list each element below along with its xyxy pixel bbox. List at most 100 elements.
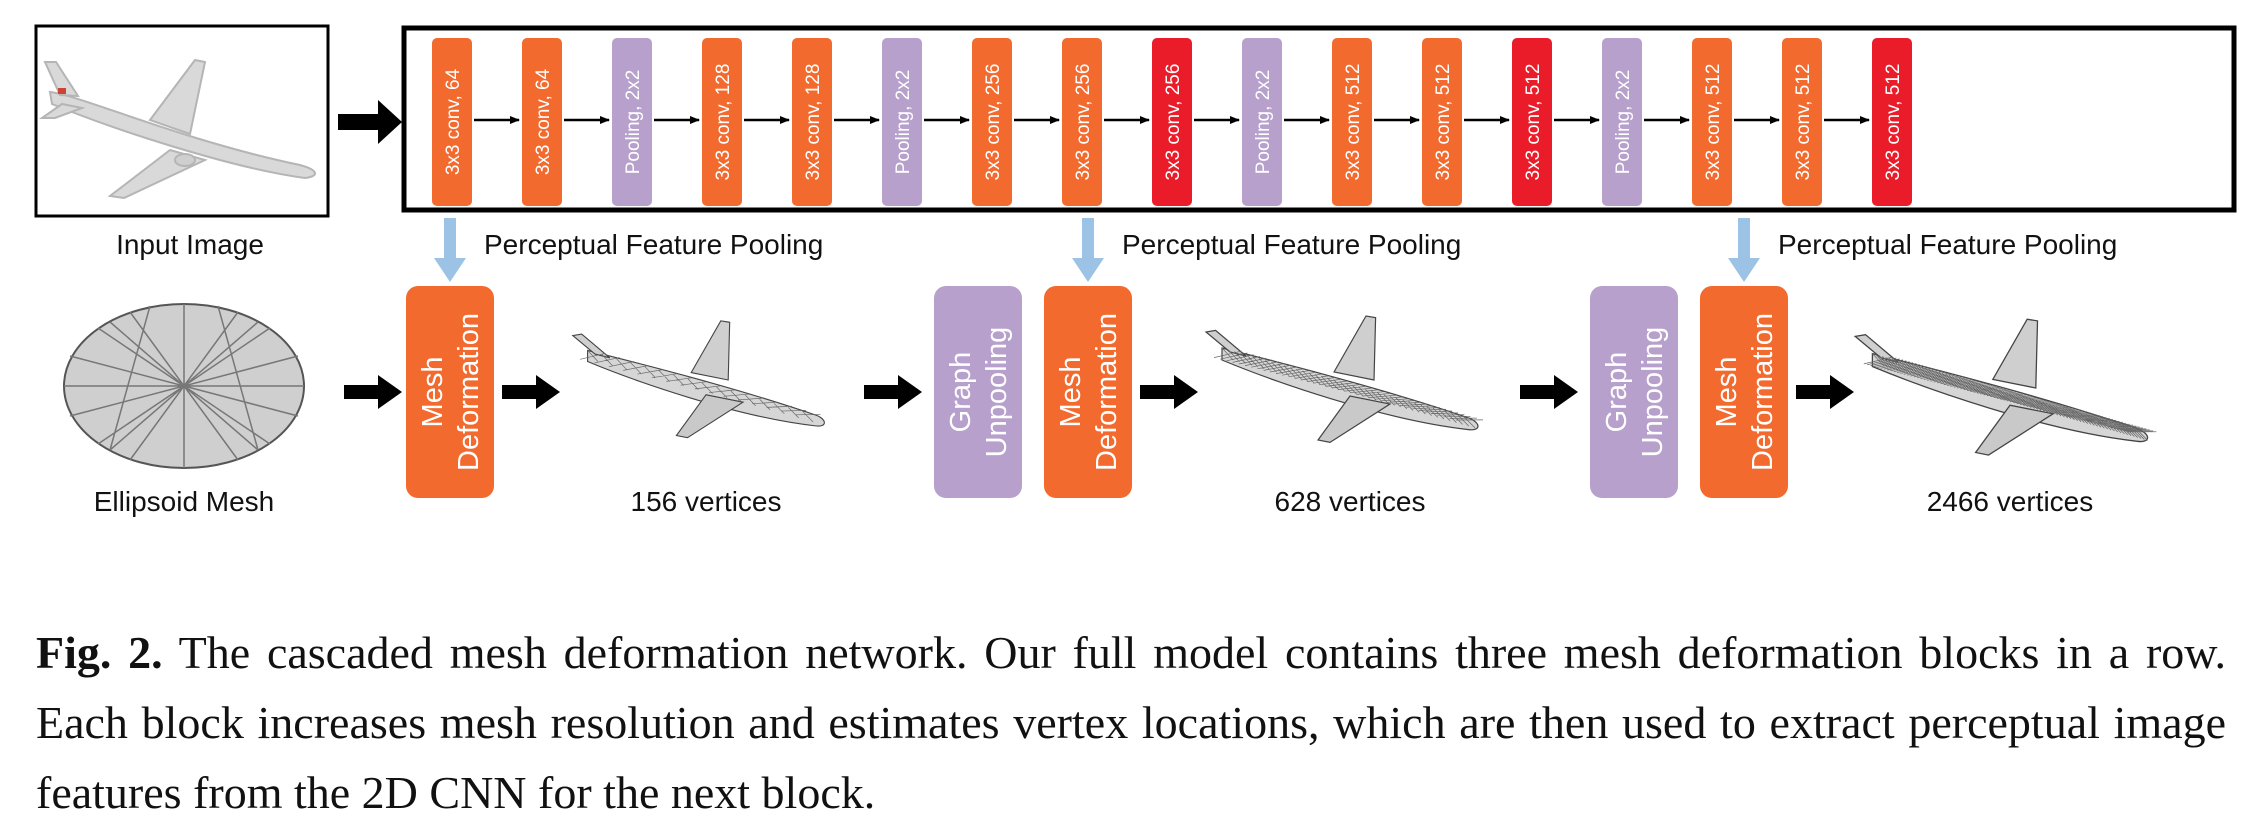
cnn-layer-conv: 3x3 conv, 512 (1422, 38, 1462, 206)
mesh-deformation-block-box (406, 286, 494, 498)
cnn-layer-stack: 3x3 conv, 64 3x3 conv, 64 Pooling, 2x2 3x3 … (432, 38, 1912, 206)
feature-pooling-arrow (1728, 218, 1760, 282)
feature-pooling-connector: Perceptual Feature Pooling (434, 218, 823, 282)
cnn-layer-pool: Pooling, 2x2 (1242, 38, 1282, 206)
cnn-layer-box (1332, 38, 1372, 206)
vertices-label: 2466 vertices (1927, 486, 2094, 517)
feature-pooling-label: Perceptual Feature Pooling (1122, 229, 1461, 260)
cnn-layer-box (1242, 38, 1282, 206)
cnn-layer-label: 3x3 conv, 512 (1433, 64, 1454, 181)
feature-pooling-arrow (434, 218, 466, 282)
input-airplane-icon (38, 58, 316, 200)
feature-pooling-arrow (1072, 218, 1104, 282)
cnn-layer-label: Pooling, 2x2 (893, 70, 914, 175)
cnn-layer-box (1422, 38, 1462, 206)
input-image: Input Image (34, 24, 330, 260)
cnn-layer-conv-out: 3x3 conv, 512 (1512, 38, 1552, 206)
airplane-mesh-icon (1204, 315, 1484, 444)
cnn-layer-conv: 3x3 conv, 512 (1782, 38, 1822, 206)
cnn-layer-box (702, 38, 742, 206)
cnn-layer-label: 3x3 conv, 512 (1523, 64, 1544, 181)
cnn-layer-label: 3x3 conv, 512 (1343, 64, 1364, 181)
cnn-layer-box (1512, 38, 1552, 206)
cnn-layer-label: 3x3 conv, 64 (533, 68, 554, 175)
cnn-layer-label: 3x3 conv, 256 (1073, 64, 1094, 181)
cnn-layer-conv: 3x3 conv, 128 (792, 38, 832, 206)
cnn-layer-box (1782, 38, 1822, 206)
cnn-layer-label: 3x3 conv, 512 (1793, 64, 1814, 181)
pipeline-arrow (502, 375, 560, 409)
cnn-layer-box (792, 38, 832, 206)
graph-unpooling-block-label: Graph (945, 352, 977, 433)
feature-pooling-group: Perceptual Feature Pooling Perceptual Fea… (434, 218, 2117, 282)
cnn-layer-box (1062, 38, 1102, 206)
cnn-layer-label: 3x3 conv, 256 (1163, 64, 1184, 181)
airplane-mesh-icon (571, 320, 825, 439)
mesh-deformation-block-box (1700, 286, 1788, 498)
cnn-layer-label: Pooling, 2x2 (623, 70, 644, 175)
pipeline-arrow (1796, 375, 1854, 409)
cnn-layer-pool: Pooling, 2x2 (1602, 38, 1642, 206)
cnn-layer-box (1692, 38, 1732, 206)
graph-unpooling-block-label: Graph (1601, 352, 1633, 433)
graph-unpooling-block-label: Unpooling (1637, 327, 1669, 458)
cnn-layer-label: Pooling, 2x2 (1253, 70, 1274, 175)
cnn-layer-label: 3x3 conv, 64 (443, 68, 464, 175)
mesh-deformation-block-label: Deformation (1091, 313, 1123, 471)
cnn-layer-label: 3x3 conv, 128 (713, 64, 734, 181)
mesh-deformation-block-label: Mesh (417, 357, 449, 428)
cnn-layer-label: 3x3 conv, 512 (1703, 64, 1724, 181)
graph-unpooling-block-label: Unpooling (981, 327, 1013, 458)
caption-prefix: Fig. 2. (36, 627, 163, 678)
feature-pooling-connector: Perceptual Feature Pooling (1728, 218, 2117, 282)
input-image-label: Input Image (116, 229, 264, 260)
cnn-layer-conv-out: 3x3 conv, 256 (1152, 38, 1192, 206)
feature-pooling-connector: Perceptual Feature Pooling (1072, 218, 1461, 282)
cnn-layer-box (1152, 38, 1192, 206)
cnn-layer-conv: 3x3 conv, 64 (522, 38, 562, 206)
pipeline-arrow (344, 375, 402, 409)
cnn-layer-box (432, 38, 472, 206)
ellipsoid-mesh-label: Ellipsoid Mesh (94, 486, 275, 517)
mesh-deformation-block-box (1044, 286, 1132, 498)
cnn-layer-box (1602, 38, 1642, 206)
mesh-deformation-block-label: Deformation (453, 313, 485, 471)
cnn-layer-label: Pooling, 2x2 (1613, 70, 1634, 175)
cnn-layer-conv: 3x3 conv, 256 (1062, 38, 1102, 206)
cnn-layer-conv: 3x3 conv, 64 (432, 38, 472, 206)
graph-unpooling-block-box (1590, 286, 1678, 498)
vertices-label: 156 vertices (631, 486, 782, 517)
cnn-layer-conv: 3x3 conv, 512 (1332, 38, 1372, 206)
mesh-deformation-block-label: Deformation (1747, 313, 1779, 471)
cnn-layer-conv: 3x3 conv, 128 (702, 38, 742, 206)
cnn-layer-conv: 3x3 conv, 256 (972, 38, 1012, 206)
cnn-layer-label: 3x3 conv, 256 (983, 64, 1004, 181)
vertices-label: 628 vertices (1275, 486, 1426, 517)
ellipsoid-mesh-icon: Ellipsoid Mesh (63, 303, 305, 517)
pipeline-arrow (864, 375, 922, 409)
cnn-layer-box (882, 38, 922, 206)
graph-unpooling-block-box (934, 286, 1022, 498)
cnn-layer-box (612, 38, 652, 206)
cnn-layer-pool: Pooling, 2x2 (882, 38, 922, 206)
feature-pooling-label: Perceptual Feature Pooling (1778, 229, 2117, 260)
mesh-deformation-block-label: Mesh (1711, 357, 1743, 428)
mesh-deformation-block-label: Mesh (1055, 357, 1087, 428)
cnn-layer-pool: Pooling, 2x2 (612, 38, 652, 206)
cnn-layer-box (972, 38, 1012, 206)
cnn-layer-box (522, 38, 562, 206)
caption-text: The cascaded mesh deformation network. O… (36, 627, 2226, 818)
cnn-layer-label: 3x3 conv, 512 (1883, 64, 1904, 181)
feature-pooling-label: Perceptual Feature Pooling (484, 229, 823, 260)
pipeline-arrow (1520, 375, 1578, 409)
input-to-cnn-arrow (338, 100, 402, 144)
cnn-layer-conv-out: 3x3 conv, 512 (1872, 38, 1912, 206)
cnn-layer-box (1872, 38, 1912, 206)
pipeline-arrow (1140, 375, 1198, 409)
